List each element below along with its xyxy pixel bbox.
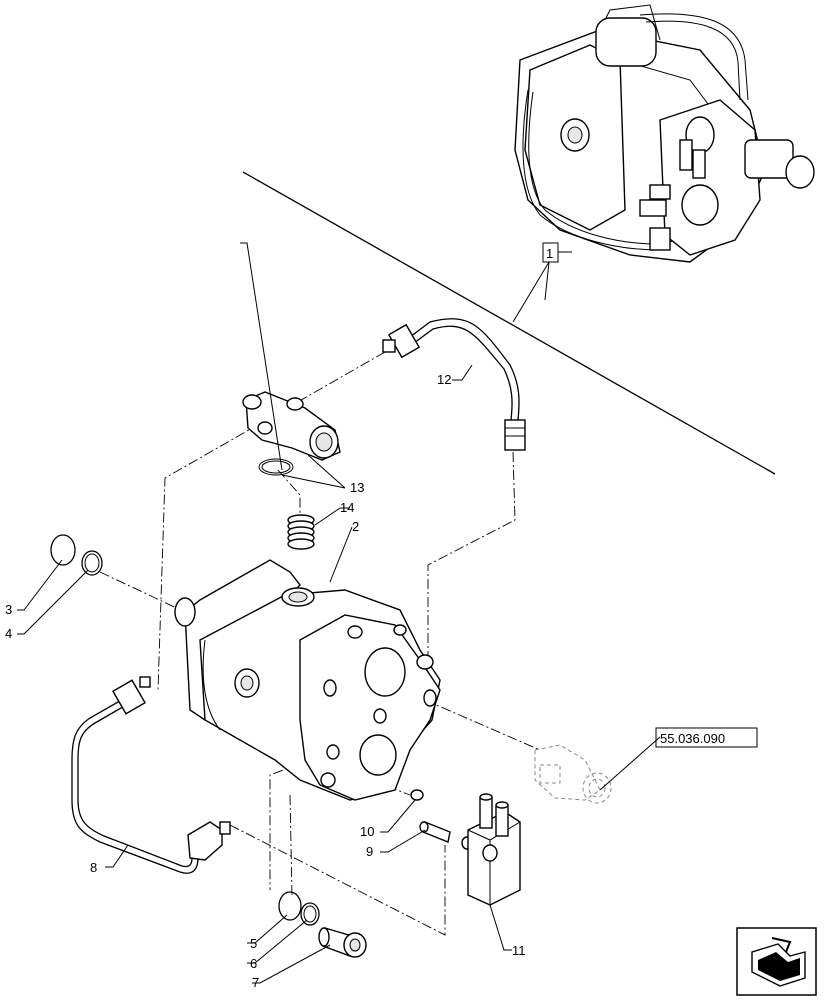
- callout-7: 7: [252, 975, 259, 990]
- callout-4: 4: [5, 626, 12, 641]
- pump-housing-2: [174, 559, 441, 801]
- section-divider-line: [242, 171, 776, 475]
- pump-assembly-overview: [514, 4, 815, 263]
- callout-13: 13: [350, 480, 364, 495]
- rings-5-6-bolt-7: [278, 891, 367, 958]
- callout-1-label: 1: [546, 246, 553, 261]
- page-turn-arrow-icon[interactable]: [736, 927, 817, 996]
- rings-3-4: [50, 534, 103, 576]
- callout-5: 5: [250, 936, 257, 951]
- callout-8: 8: [90, 860, 97, 875]
- leader-lines: [17, 242, 661, 984]
- valve-block-11: [467, 793, 521, 906]
- callout-1: 1: [512, 242, 572, 323]
- callout-2: 2: [352, 519, 359, 534]
- callout-9: 9: [366, 844, 373, 859]
- callout-3: 3: [5, 602, 12, 617]
- reference-link-55-036-090[interactable]: 55.036.090: [655, 727, 758, 748]
- reference-label[interactable]: 55.036.090: [660, 731, 725, 746]
- ghost-solenoid-reference: [534, 744, 612, 804]
- callout-14: 14: [340, 500, 354, 515]
- callout-11: 11: [512, 943, 526, 958]
- spring-14: [287, 514, 315, 550]
- valve-fitting-13: [242, 391, 341, 476]
- ball-10-bolt-9: [410, 789, 473, 850]
- pipe-12: [382, 318, 526, 451]
- callout-6: 6: [250, 956, 257, 971]
- callout-10: 10: [360, 824, 374, 839]
- pipe-8: [71, 676, 231, 874]
- callout-12: 12: [437, 372, 451, 387]
